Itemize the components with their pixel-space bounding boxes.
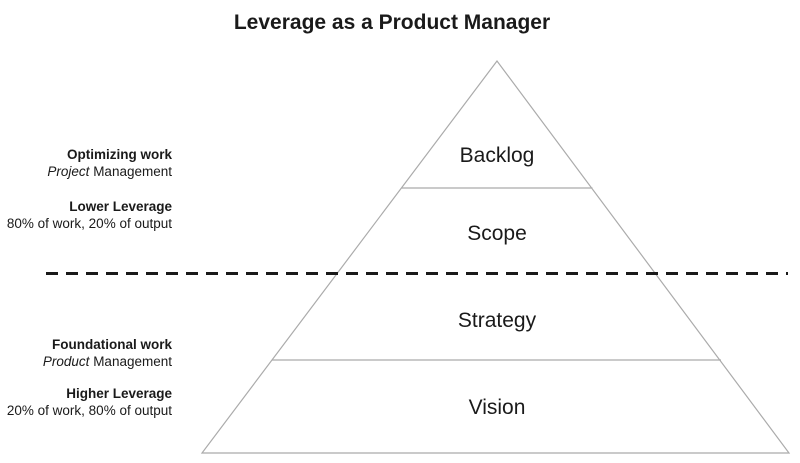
- lower-management-label: Product Management: [0, 353, 172, 370]
- layer-label-backlog: Backlog: [459, 144, 535, 167]
- upper-management-italic: Project: [47, 164, 90, 179]
- layer-label-vision: Vision: [468, 396, 526, 419]
- higher-leverage-ratio: 20% of work, 80% of output: [6, 403, 172, 418]
- lower-management-italic: Product: [42, 354, 90, 369]
- annotation-lower-work: Foundational work Product Management: [0, 336, 172, 370]
- upper-management-rest: Management: [89, 164, 172, 179]
- annotation-lower-leverage-block: Lower Leverage 80% of work, 20% of outpu…: [0, 198, 172, 232]
- higher-leverage-label: Higher Leverage: [66, 386, 172, 401]
- pyramid-outline: [200, 59, 791, 454]
- page-title: Leverage as a Product Manager: [233, 11, 551, 34]
- lower-leverage-label: Lower Leverage: [69, 199, 172, 214]
- lower-management-rest: Management: [89, 354, 172, 369]
- annotation-upper-work: Optimizing work Project Management: [0, 146, 172, 180]
- lower-work-type-label: Foundational work: [52, 337, 172, 352]
- layer-label-scope: Scope: [467, 222, 527, 245]
- upper-work-type-label: Optimizing work: [66, 147, 172, 162]
- upper-management-label: Project Management: [0, 163, 172, 180]
- lower-leverage-ratio: 80% of work, 20% of output: [6, 216, 172, 231]
- annotation-higher-leverage-block: Higher Leverage 20% of work, 80% of outp…: [0, 385, 172, 419]
- layer-label-strategy: Strategy: [457, 309, 537, 332]
